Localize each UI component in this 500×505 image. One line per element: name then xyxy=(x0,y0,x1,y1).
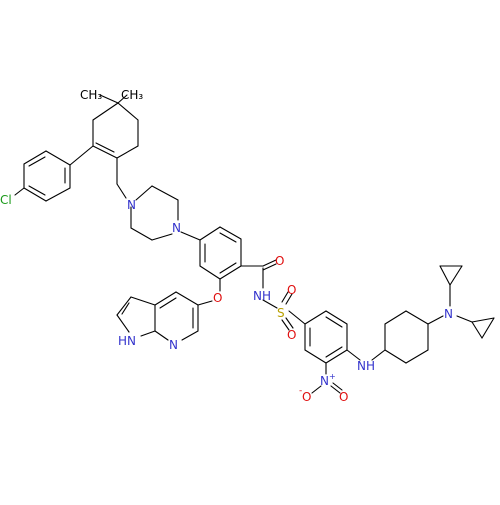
bond-line-57 xyxy=(325,346,343,358)
bond-line-84 xyxy=(154,291,177,306)
bond-line-17 xyxy=(28,185,46,196)
nitro-n-label: N xyxy=(320,374,329,388)
bond-line-47 xyxy=(281,319,290,331)
bond-line-73 xyxy=(439,265,451,286)
bond-line-3 xyxy=(92,145,118,159)
bond-line-88 xyxy=(130,296,156,306)
bond-line-77 xyxy=(471,317,495,323)
bond-line-30 xyxy=(219,226,242,240)
bond-line-75 xyxy=(449,265,463,286)
bond-line-25 xyxy=(151,233,173,241)
bond-line-21 xyxy=(116,183,127,199)
bond-skeleton xyxy=(14,94,495,394)
bond-line-43 xyxy=(197,300,213,306)
sulfonyl-o-bottom-label: O xyxy=(287,328,296,342)
bond-line-7 xyxy=(99,94,119,104)
bond-line-82 xyxy=(154,330,169,341)
bond-line-71 xyxy=(427,315,444,325)
bond-line-53 xyxy=(325,349,348,364)
bond-line-67 xyxy=(405,310,429,325)
amide-nh-label: NH xyxy=(253,289,271,303)
bond-line-62 xyxy=(332,382,343,391)
bond-line-0 xyxy=(117,102,139,121)
bond-line-16 xyxy=(28,156,46,167)
bond-line-39 xyxy=(262,259,277,267)
ether-o-label: O xyxy=(213,291,222,305)
bond-line-22 xyxy=(135,185,153,201)
bond-line-13 xyxy=(23,187,47,202)
bond-line-89 xyxy=(116,296,132,316)
bond-line-54 xyxy=(304,349,327,364)
bond-line-40 xyxy=(262,263,277,271)
bond-line-33 xyxy=(199,265,221,280)
bond-line-29 xyxy=(199,226,221,241)
piperazine-n-top-label: N xyxy=(127,198,136,212)
carbonyl-o-label: O xyxy=(275,254,284,268)
bond-line-9 xyxy=(69,145,94,166)
bond-line-61 xyxy=(330,385,341,394)
bond-line-60 xyxy=(311,385,322,394)
bond-line-32 xyxy=(219,265,242,280)
ch3-label-left: CH₃ xyxy=(80,88,102,102)
bond-line-64 xyxy=(371,349,386,361)
atom-labels: CH₃ CH₃ Cl N N O NH S O O O HN N N + O -… xyxy=(0,88,453,404)
nitro-plus-label: + xyxy=(329,372,336,381)
bond-line-35 xyxy=(219,232,237,243)
bond-line-90 xyxy=(116,314,130,333)
bond-line-91 xyxy=(140,330,156,337)
bond-line-11 xyxy=(23,150,47,165)
nitro-o-left-label: O xyxy=(302,390,311,404)
pyrrole-nh-label: HN xyxy=(118,334,136,348)
bond-line-78 xyxy=(481,317,495,339)
bond-line-45 xyxy=(281,291,289,303)
bond-line-8 xyxy=(117,94,128,104)
bond-line-26 xyxy=(130,227,153,241)
bond-line-28 xyxy=(180,231,201,241)
bond-line-79 xyxy=(471,321,483,339)
sulfonyl-o-top-label: O xyxy=(287,283,296,297)
ch3-label-right: CH₃ xyxy=(121,88,143,102)
bond-line-66 xyxy=(384,310,407,325)
bond-line-2 xyxy=(116,145,139,159)
bond-line-49 xyxy=(288,310,306,325)
piperazine-n-bottom-label: N xyxy=(172,221,181,235)
bond-line-87 xyxy=(159,297,177,309)
bond-line-63 xyxy=(346,349,361,361)
bond-line-14 xyxy=(45,187,71,202)
bond-line-85 xyxy=(175,291,199,306)
bond-line-19 xyxy=(14,187,25,196)
bond-line-23 xyxy=(151,185,179,201)
bond-line-69 xyxy=(405,349,429,364)
bond-line-44 xyxy=(262,299,278,309)
bond-line-6 xyxy=(95,142,115,153)
sulfur-label: S xyxy=(277,306,285,320)
bond-line-70 xyxy=(384,349,407,364)
bond-line-81 xyxy=(181,330,199,341)
bond-line-92 xyxy=(121,302,130,315)
dicyclopropyl-n-label: N xyxy=(444,307,453,321)
bond-line-56 xyxy=(325,316,343,328)
bond-line-76 xyxy=(456,315,473,323)
bond-line-48 xyxy=(285,317,294,329)
bond-line-10 xyxy=(45,150,71,166)
bond-line-5 xyxy=(92,102,119,121)
chlorine-label: Cl xyxy=(0,193,12,207)
nitro-o-right-label: O xyxy=(339,390,348,404)
bond-line-46 xyxy=(285,293,293,305)
nitro-minus-label: - xyxy=(299,386,302,396)
bond-line-50 xyxy=(304,310,327,325)
bond-line-51 xyxy=(325,310,348,325)
amine-nh-label: NH xyxy=(357,359,375,373)
pyridine-n-label: N xyxy=(169,338,178,352)
bond-line-36 xyxy=(219,262,237,274)
